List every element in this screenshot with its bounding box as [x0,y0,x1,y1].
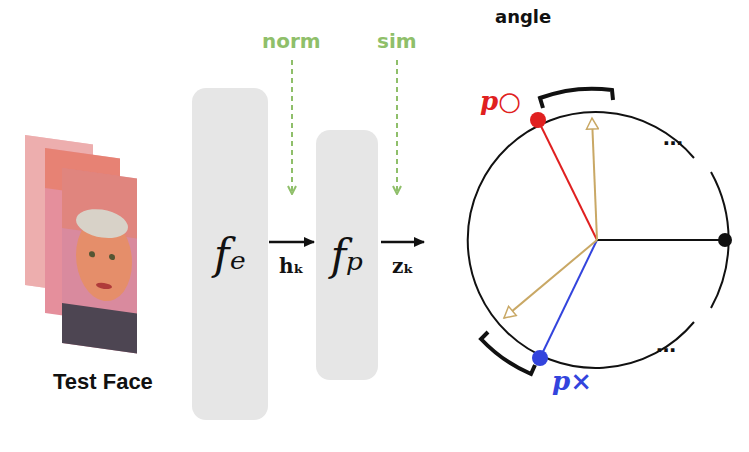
feature-label: hₖ [279,254,304,278]
angle-label: angle [495,6,551,27]
network-block: fₚ [316,130,378,380]
operation-label: norm [262,29,321,53]
input-label: Test Face [53,369,153,395]
sim-arrow [396,60,398,193]
function-symbol: fₑ [214,230,246,279]
z-arrow [381,241,424,244]
operation-label: sim [377,29,417,53]
prototype-label: p× [552,366,592,396]
network-block: fₑ [192,88,268,420]
ellipsis: … [663,126,683,150]
feature-label: zₖ [392,254,414,278]
norm-arrow [291,60,293,193]
feature-arrow [269,241,314,244]
ellipsis: … [656,333,676,357]
hypersphere [468,89,732,374]
prototype-label: p○ [480,86,521,116]
face-stack [25,135,137,354]
function-symbol: fₚ [331,231,363,280]
